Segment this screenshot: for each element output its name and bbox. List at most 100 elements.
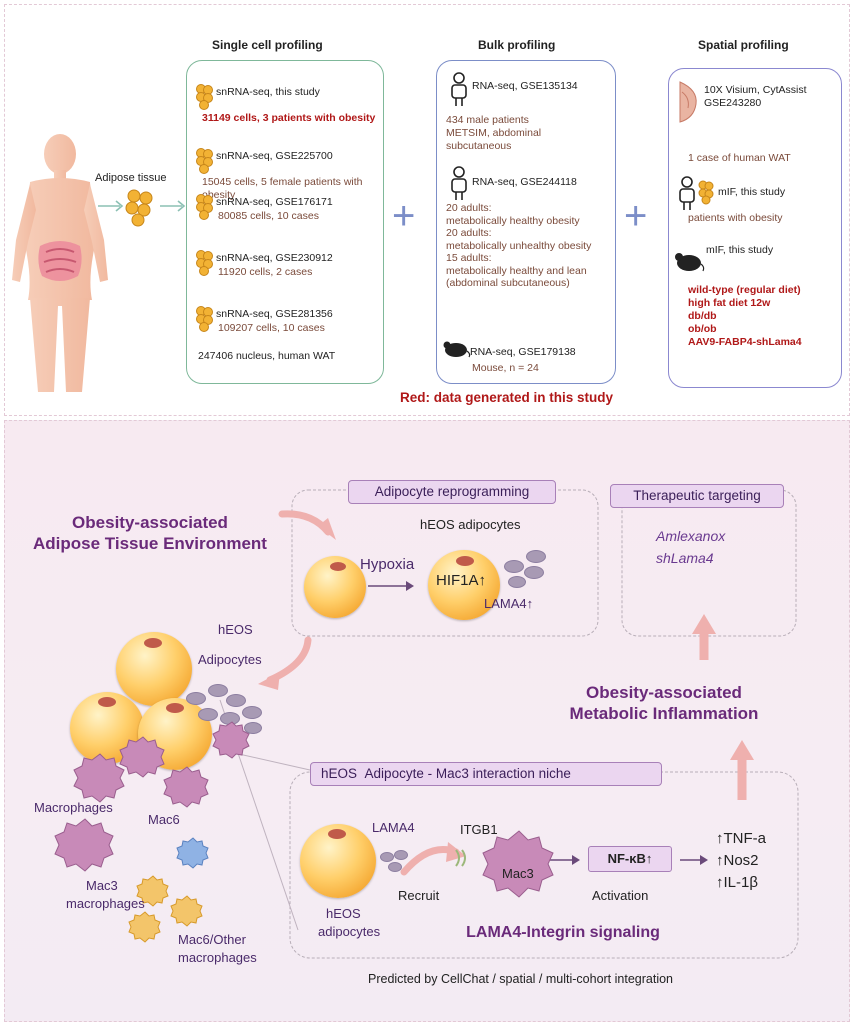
mouse-icon (443, 341, 471, 358)
bulk-1-line-2: METSIM, abdominal (446, 127, 542, 139)
mif-mouse-title: mIF, this study (706, 244, 774, 256)
heos-adipocytes-label: hEOS adipocytes (420, 517, 521, 532)
person-icon (451, 72, 467, 106)
plus-icon: + (392, 194, 416, 238)
drug-amlexanox: Amlexanox (656, 528, 726, 544)
mif-human-title: mIF, this study (718, 186, 786, 198)
macrophage-icon (73, 753, 125, 803)
macrophage-icon (119, 736, 165, 778)
therapeutic-targeting-label: Therapeutic targeting (610, 484, 784, 508)
heos-adipocytes-2-line-2: adipocytes (318, 924, 381, 939)
spatial-title: Spatial profiling (698, 38, 789, 52)
bulk-2-line: metabolically healthy obesity (446, 214, 580, 227)
mac6-other-icon (128, 911, 161, 943)
adipocyte-cluster-icon (196, 306, 213, 332)
adipocyte-cell (304, 556, 366, 618)
human-body-icon (12, 134, 108, 392)
cytokine-tnf: ↑TNF-a (716, 830, 766, 847)
macrophage-icon (212, 721, 250, 759)
bulk-2-line: 20 adults: (446, 202, 492, 214)
spatial-card (668, 68, 842, 388)
adipocyte-cluster-icon (125, 189, 153, 227)
mouse-model: db/db (688, 310, 717, 322)
single-cell-entry-desc: 31149 cells, 3 patients with obesity (202, 112, 376, 124)
macrophages-label: Macrophages (34, 800, 113, 815)
signaling-title: LAMA4-Integrin signaling (466, 924, 660, 941)
adipocyte-cluster-icon (698, 180, 714, 205)
bulk-2-line: 15 adults: (446, 252, 492, 264)
interaction-niche-label: hEOS Adipocyte - Mac3 interaction niche (310, 762, 662, 786)
bulk-1-line-1: 434 male patients (446, 114, 529, 126)
hypoxia-label: Hypoxia (360, 556, 415, 573)
inflammation-title-2: Metabolic Inflammation (569, 704, 759, 723)
hif1a-label: HIF1A↑ (436, 572, 487, 589)
bulk-2-line: metabolically healthy and lean (446, 264, 587, 277)
single-cell-entry-title: snRNA-seq, GSE176171 (216, 196, 333, 208)
mouse-model: wild-type (regular diet) (688, 284, 801, 296)
adipocyte-cell (116, 632, 192, 706)
bulk-3-line-1: Mouse, n = 24 (472, 362, 539, 374)
lama4-label: LAMA4 (372, 820, 415, 835)
activation-label: Activation (592, 888, 649, 903)
plus-icon: + (624, 194, 648, 238)
single-cell-title: Single cell profiling (212, 38, 323, 52)
mac3-cell-icon (482, 830, 554, 898)
mouse-model: ob/ob (688, 323, 717, 335)
mac6-icon (163, 766, 209, 808)
bulk-1-line-3: subcutaneous (446, 140, 512, 152)
other-macrophage-icon (176, 837, 209, 869)
heos-adipocytes-2-line-1: hEOS (326, 906, 361, 921)
adipocyte-cluster-icon (196, 84, 213, 110)
heos-cluster-label-1: hEOS (218, 622, 253, 637)
mif-human-desc: patients with obesity (688, 212, 783, 224)
heos-adipocyte-cell (300, 824, 376, 898)
visium-title-2: GSE243280 (704, 97, 762, 109)
bulk-1-title: RNA-seq, GSE135134 (472, 80, 578, 92)
mouse-icon (675, 253, 705, 272)
person-icon (679, 176, 695, 210)
mac3-macrophage-icon (54, 818, 114, 872)
cytokine-nos2: ↑Nos2 (716, 852, 759, 869)
single-cell-entry-title: snRNA-seq, GSE281356 (216, 308, 333, 320)
single-cell-entry-title: snRNA-seq, GSE230912 (216, 252, 333, 264)
heos-cluster-label-2: Adipocytes (198, 652, 262, 667)
single-cell-card (186, 60, 384, 384)
mac6-other-label-2: macrophages (178, 950, 257, 965)
lama4-vesicles (500, 548, 560, 588)
nfkb-box: NF-κB↑ (588, 846, 672, 872)
single-cell-entry-title: snRNA-seq, this study (216, 86, 320, 98)
single-cell-entry-desc: 11920 cells, 2 cases (218, 266, 313, 278)
person-icon (451, 166, 467, 200)
inflammation-title-1: Obesity-associated (586, 683, 742, 702)
lama4-vesicle-cloud (186, 680, 266, 740)
single-cell-entry-desc: 109207 cells, 10 cases (218, 322, 325, 334)
adipose-tissue-label: Adipose tissue (95, 172, 167, 184)
mac3-macrophages-label-2: macrophages (66, 896, 145, 911)
mac6-other-label-1: Mac6/Other (178, 932, 246, 947)
mac3-macrophages-label-1: Mac3 (86, 878, 118, 893)
visium-title-1: 10X Visium, CytAssist (704, 84, 807, 96)
mouse-model: AAV9-FABP4-shLama4 (688, 336, 802, 348)
tissue-section-icon (679, 81, 697, 123)
mac6-other-icon (170, 895, 203, 927)
single-cell-total: 247406 nucleus, human WAT (198, 350, 336, 362)
bulk-2-title: RNA-seq, GSE244118 (472, 176, 577, 188)
adipocyte-cluster-icon (196, 194, 213, 220)
lama4-vesicles (380, 850, 410, 876)
bulk-3-title: RNA-seq, GSE179138 (470, 346, 576, 358)
mac6-other-icon (136, 875, 169, 907)
bulk-title: Bulk profiling (478, 38, 556, 52)
mac6-label: Mac6 (148, 812, 180, 827)
footer-note: Predicted by CellChat / spatial / multi-… (368, 972, 674, 986)
niche-heos: hEOS (321, 766, 358, 781)
heos-adipocyte-cell (428, 550, 500, 620)
adipocyte-cluster-icon (196, 148, 213, 174)
mouse-model: high fat diet 12w (688, 297, 771, 309)
lama4-up-label: LAMA4↑ (484, 596, 534, 611)
mac3-label: Mac3 (502, 866, 534, 881)
adipose-flow (98, 189, 186, 227)
single-cell-entry-title: snRNA-seq, GSE225700 (216, 150, 333, 162)
visium-desc: 1 case of human WAT (688, 152, 791, 164)
